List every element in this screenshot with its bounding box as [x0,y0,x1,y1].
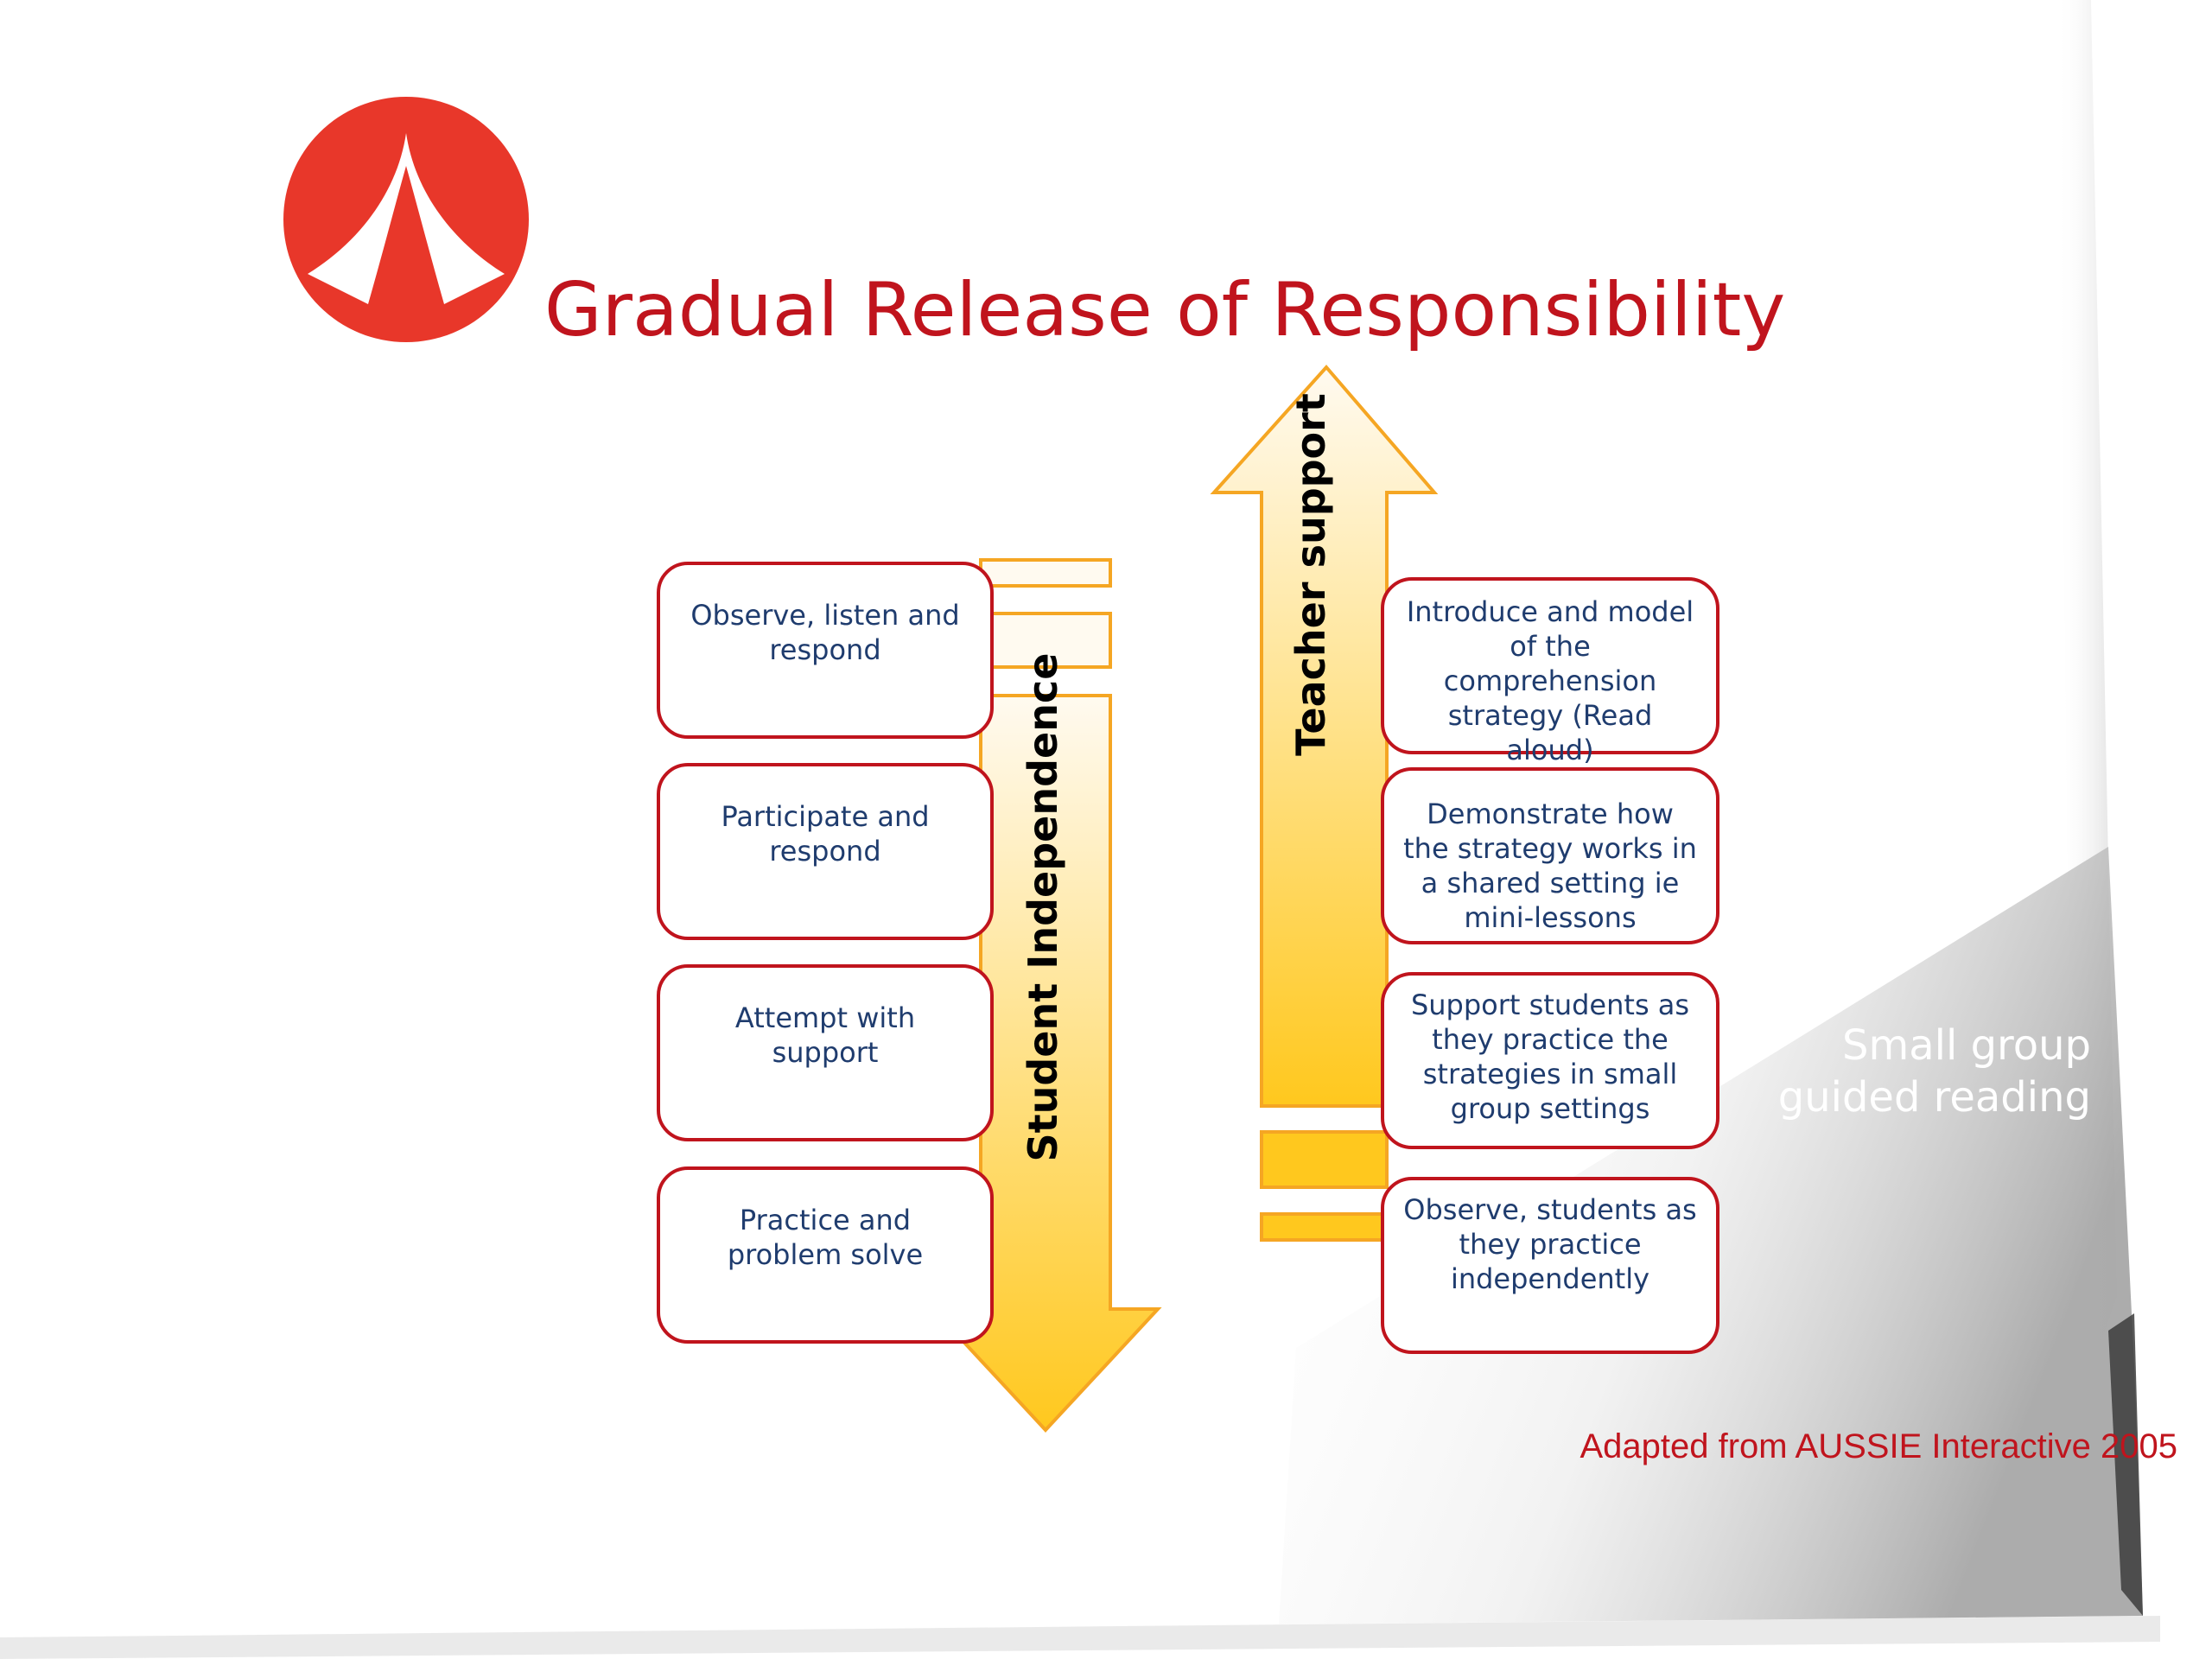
teacher-arrow-stripe [1260,1212,1389,1242]
teacher-step-1: Introduce and model of the comprehension… [1381,577,1719,766]
student-step-1: Observe, listen and respond [657,562,994,739]
teacher-support-label: Teacher support [1287,393,1334,756]
teacher-arrow-stripe [1260,1130,1389,1189]
teacher-step-2: Demonstrate how the strategy works in a … [1381,767,1719,944]
teacher-step-4: Observe, students as they practice indep… [1381,1177,1719,1354]
page-title: Gradual Release of Responsibility [544,267,1786,353]
student-independence-label: Student Independence [1020,652,1066,1162]
teacher-step-3: Support students as they practice the st… [1381,972,1719,1149]
student-step-2: Participate and respond [657,763,994,940]
teacher-arrow-body [1210,364,1439,1108]
student-arrow-stripe [979,612,1112,669]
source-credit: Adapted from AUSSIE Interactive 2005 [1580,1427,2177,1465]
student-step-3: Attempt with support [657,964,994,1141]
small-group-note: Small group guided reading [1777,1021,2091,1122]
student-arrow-stripe [979,558,1112,588]
student-step-4: Practice and problem solve [657,1166,994,1344]
teacher-support-arrow [1210,364,1439,1242]
tent-logo-icon [283,97,529,342]
